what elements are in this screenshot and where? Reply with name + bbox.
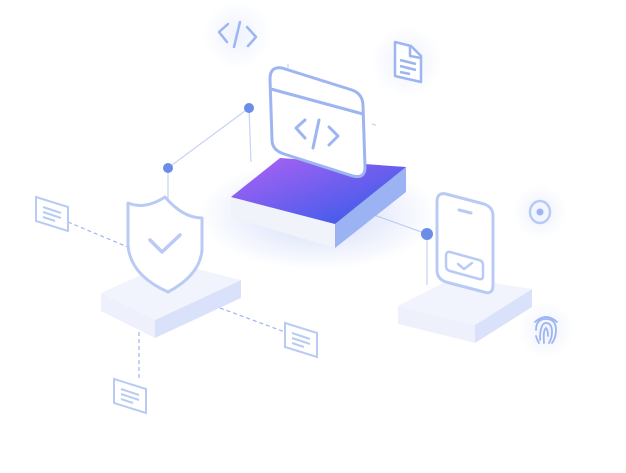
bubble bbox=[518, 302, 574, 358]
node-dot bbox=[244, 103, 254, 113]
code-window-icon bbox=[268, 66, 367, 179]
node-dot bbox=[421, 228, 433, 240]
document-icon bbox=[393, 40, 423, 84]
target-icon bbox=[528, 199, 552, 225]
smartphone-check-icon bbox=[435, 192, 495, 295]
shield-check-icon bbox=[126, 195, 204, 294]
code-brackets-icon bbox=[217, 20, 258, 49]
right-platform bbox=[398, 277, 532, 343]
note-card-icon bbox=[35, 195, 69, 233]
note-card-icon bbox=[113, 377, 147, 415]
fingerprint-icon bbox=[534, 316, 558, 344]
note-card-icon bbox=[284, 321, 318, 359]
node-dot bbox=[163, 163, 173, 173]
